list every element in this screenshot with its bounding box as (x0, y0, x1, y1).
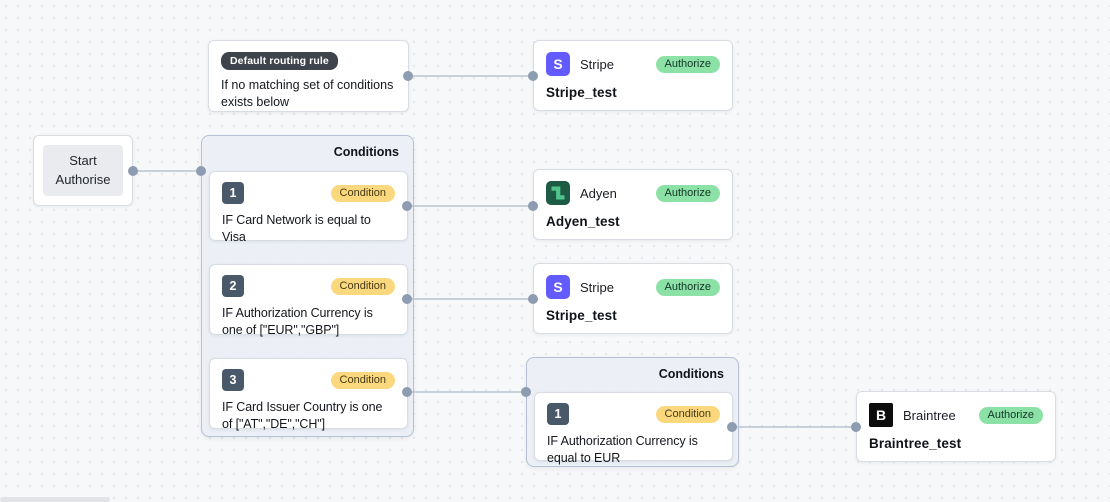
processor-account-name: Stripe_test (546, 85, 617, 100)
authorize-badge: Authorize (978, 406, 1043, 424)
processor-account-name: Adyen_test (546, 214, 620, 229)
default-routing-rule-badge: Default routing rule (221, 52, 338, 70)
condition-type-badge: Condition (330, 371, 395, 389)
conditions-group-nested[interactable]: Conditions 1 Condition IF Authorization … (526, 357, 739, 467)
processor-name: Stripe (580, 56, 614, 72)
default-routing-rule-node[interactable]: Default routing rule If no matching set … (208, 40, 409, 112)
condition-card-1[interactable]: 1 Condition IF Card Network is equal to … (209, 171, 408, 244)
condition-type-badge: Condition (330, 277, 395, 295)
condition-number-badge: 2 (222, 275, 244, 297)
processor-card-braintree[interactable]: B Braintree Authorize Braintree_test (856, 391, 1056, 462)
braintree-icon: B (869, 403, 893, 427)
processor-card-stripe-default[interactable]: S Stripe Authorize Stripe_test (533, 40, 733, 111)
condition-card-nested-1[interactable]: 1 Condition IF Authorization Currency is… (534, 392, 733, 465)
authorize-badge: Authorize (655, 278, 720, 296)
condition-text: IF Card Network is equal to Visa (222, 213, 371, 244)
condition-type-badge: Condition (655, 405, 720, 423)
processor-account-name: Stripe_test (546, 308, 617, 323)
condition-number-badge: 1 (222, 182, 244, 204)
horizontal-scrollbar[interactable] (0, 497, 110, 502)
processor-card-stripe-currency[interactable]: S Stripe Authorize Stripe_test (533, 263, 733, 334)
processor-name: Adyen (580, 185, 617, 201)
condition-type-badge: Condition (330, 184, 395, 202)
stripe-icon: S (546, 275, 570, 299)
processor-name: Stripe (580, 279, 614, 295)
processor-account-name: Braintree_test (869, 436, 962, 451)
authorize-badge: Authorize (655, 55, 720, 73)
default-routing-rule-text: If no matching set of conditions exists … (221, 78, 394, 109)
conditions-group-title: Conditions (658, 367, 724, 381)
condition-card-3[interactable]: 3 Condition IF Card Issuer Country is on… (209, 358, 408, 431)
stripe-icon: S (546, 52, 570, 76)
condition-number-badge: 1 (547, 403, 569, 425)
start-authorise-label: Start Authorise (43, 145, 123, 196)
adyen-icon (546, 181, 570, 205)
condition-text: IF Authorization Currency is equal to EU… (547, 434, 698, 465)
condition-number-badge: 3 (222, 369, 244, 391)
processor-name: Braintree (903, 407, 956, 423)
condition-text: IF Card Issuer Country is one of ["AT","… (222, 400, 383, 431)
condition-card-2[interactable]: 2 Condition IF Authorization Currency is… (209, 264, 408, 337)
condition-text: IF Authorization Currency is one of ["EU… (222, 306, 373, 337)
conditions-group-title: Conditions (333, 145, 399, 159)
conditions-group-main[interactable]: Conditions 1 Condition IF Card Network i… (201, 135, 414, 437)
authorize-badge: Authorize (655, 184, 720, 202)
start-authorise-node[interactable]: Start Authorise (33, 135, 133, 206)
processor-card-adyen[interactable]: Adyen Authorize Adyen_test (533, 169, 733, 240)
